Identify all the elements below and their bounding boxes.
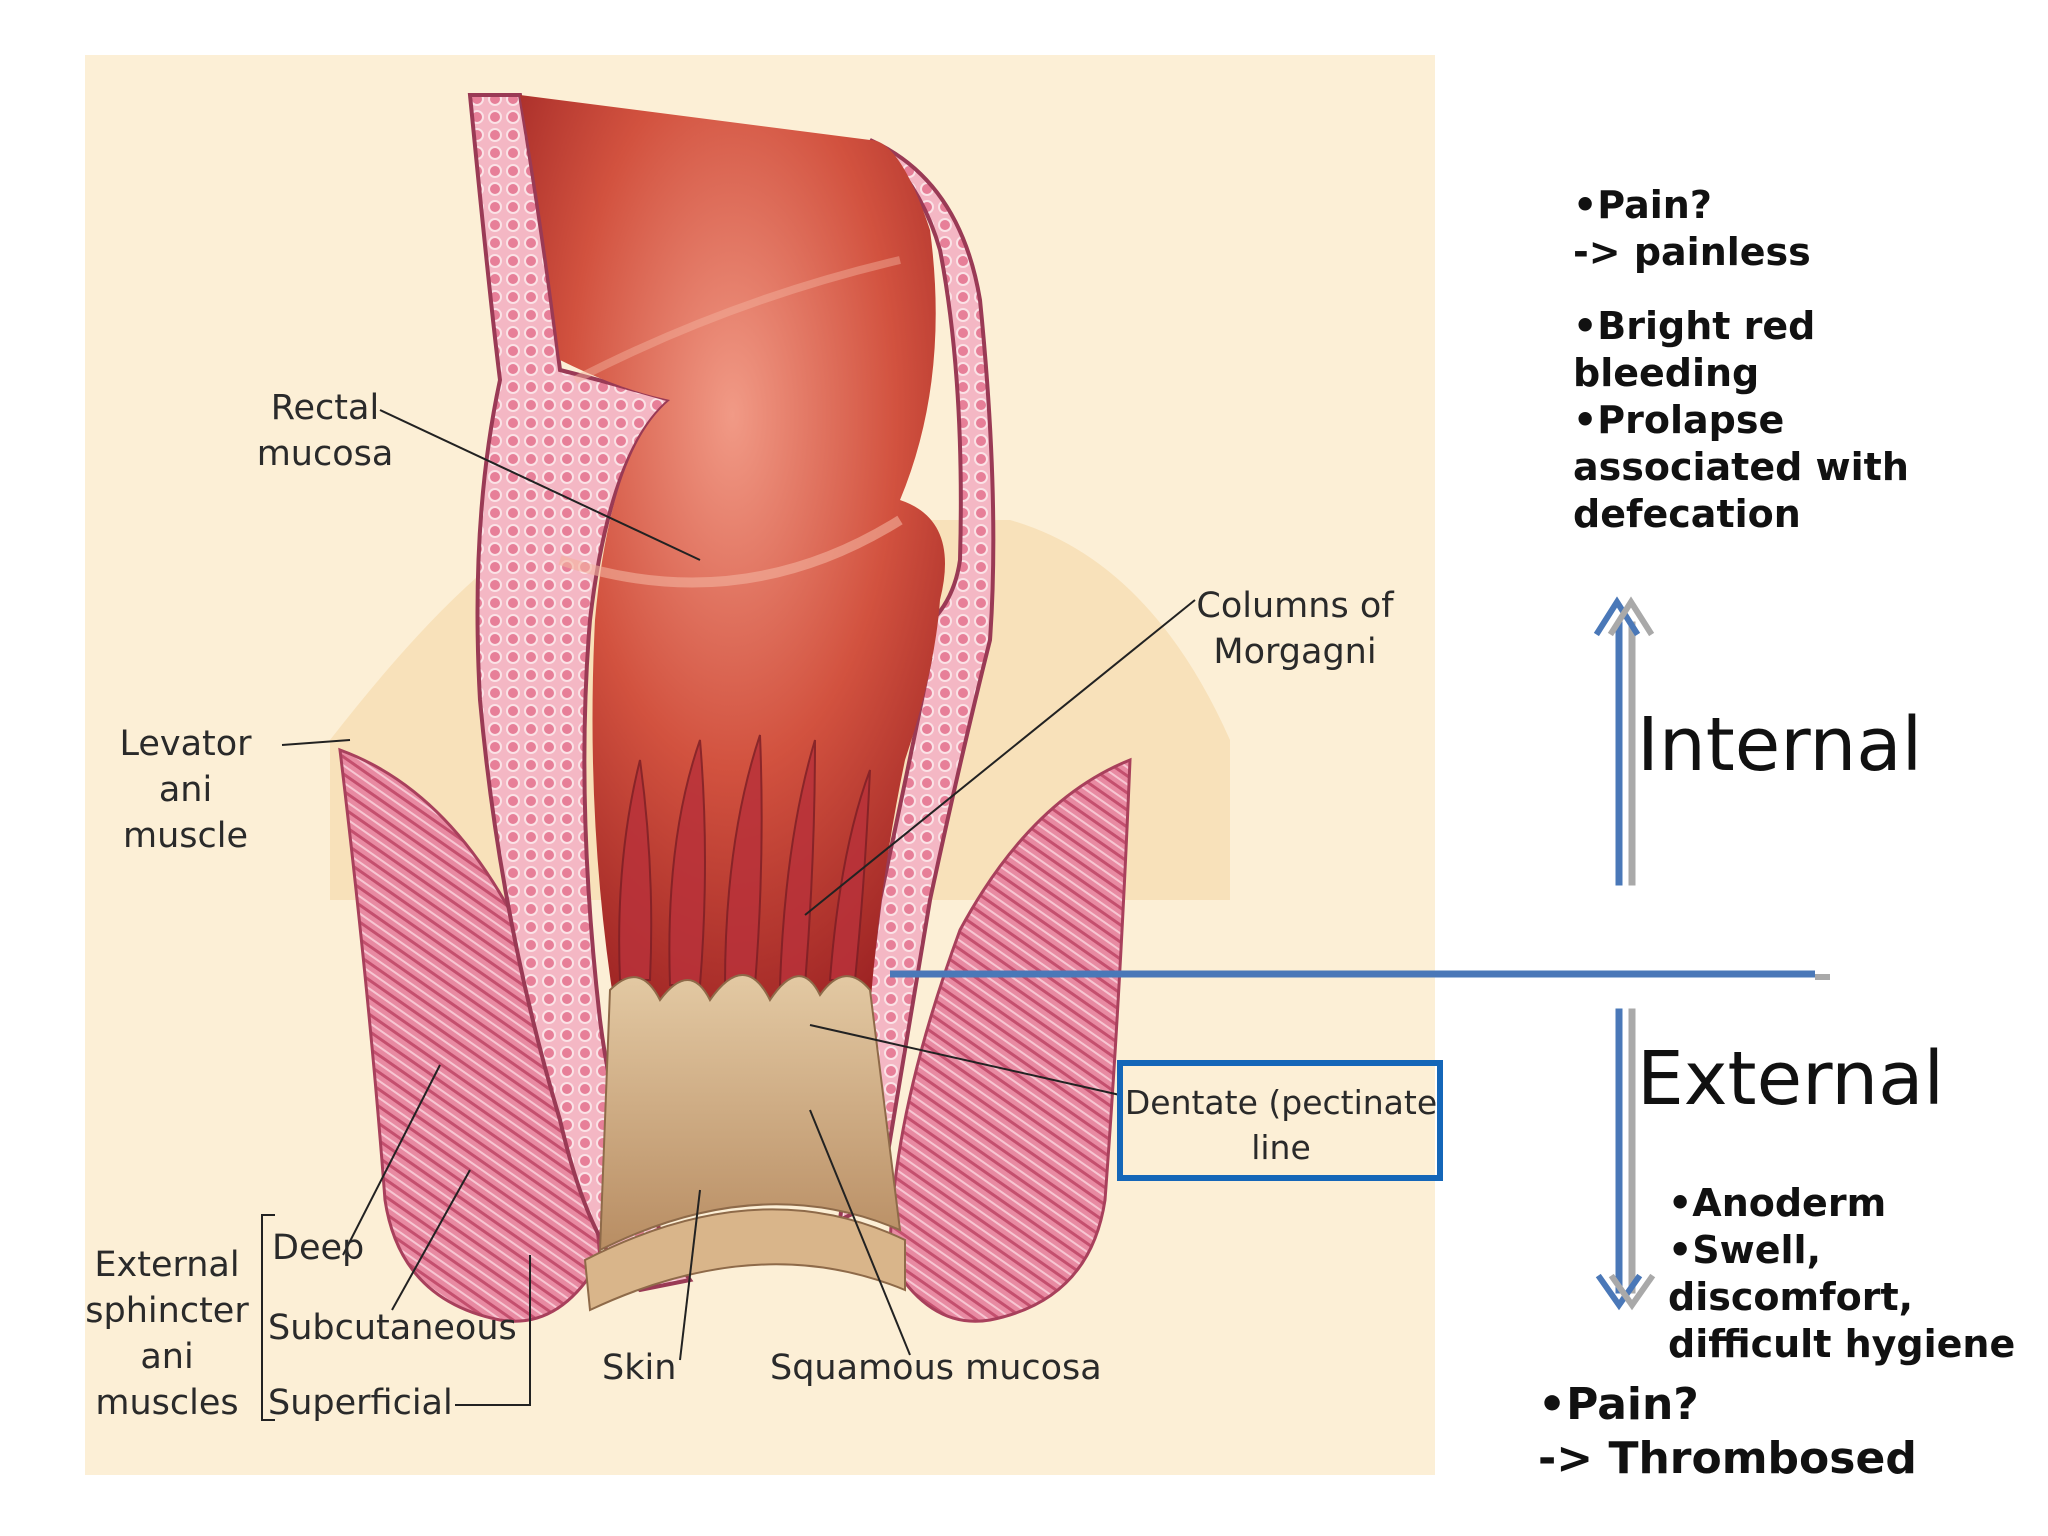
rectal-lumen <box>520 95 945 1010</box>
internal-symptoms-note: •Bright red bleeding •Prolapse associate… <box>1573 304 1909 536</box>
label-superficial: Superficial <box>268 1383 453 1423</box>
dentate-label-box <box>1117 1060 1443 1181</box>
label-rectal-mucosa: Rectal mucosa <box>256 388 394 474</box>
anal-columns <box>618 734 871 986</box>
external-symptoms-note: •Anoderm •Swell, discomfort, difficult h… <box>1668 1181 2016 1366</box>
label-external-sphincter: External sphincter ani muscles <box>85 1245 249 1423</box>
rectal-fold <box>573 256 901 384</box>
external-down-arrow <box>1595 1008 1656 1311</box>
internal-heading: Internal <box>1637 702 1923 788</box>
internal-pain-note: •Pain? -> painless <box>1573 183 1811 274</box>
rectal-fold <box>558 515 903 588</box>
external-heading: External <box>1637 1036 1945 1122</box>
right-sphincter-muscle <box>888 757 1132 1323</box>
label-subcutaneous: Subcutaneous <box>268 1308 517 1348</box>
label-deep: Deep <box>272 1228 365 1268</box>
label-levator-ani: Levator ani muscle <box>119 724 252 856</box>
anoderm <box>598 974 902 1252</box>
external-pain-note: •Pain? -> Thrombosed <box>1538 1379 1917 1484</box>
left-sphincter-muscle <box>338 747 602 1323</box>
internal-up-arrow <box>1593 596 1655 886</box>
label-columns-of-morgagni: Columns of Morgagni <box>1196 586 1394 672</box>
label-dentate-line: Dentate (pectinate line <box>1124 1083 1438 1167</box>
leader-lines <box>261 409 1196 1421</box>
anal-verge-skin <box>583 1208 906 1312</box>
label-skin: Skin <box>602 1348 677 1388</box>
label-squamous-mucosa: Squamous mucosa <box>770 1348 1102 1388</box>
